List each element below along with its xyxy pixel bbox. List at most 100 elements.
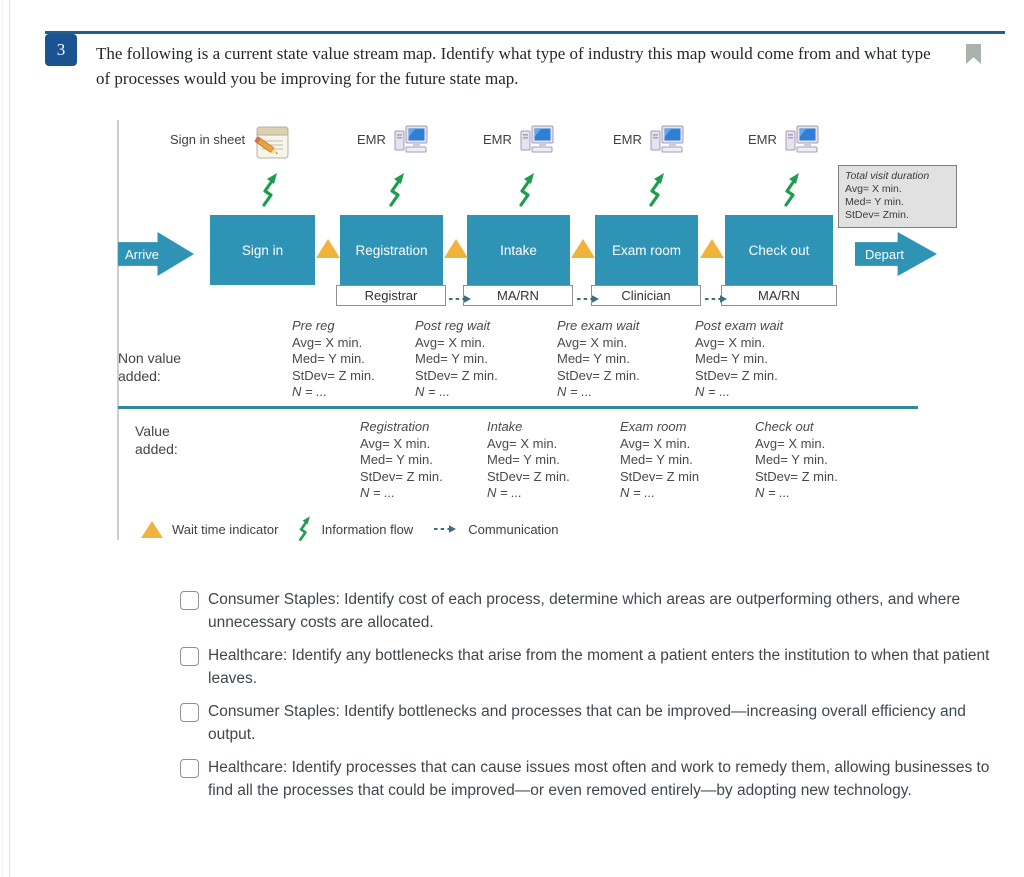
stat-stdev: StDev= Z min. [415, 367, 498, 383]
question-top-rule [45, 31, 1005, 34]
stat-avg: Avg= X min. [557, 334, 628, 350]
stat-avg: Avg= X min. [755, 435, 826, 451]
answer-option[interactable]: Healthcare: Identify any bottlenecks tha… [180, 644, 992, 690]
wait-triangle-icon [141, 520, 163, 538]
process-box-check-out: Check out [725, 215, 833, 285]
emr-label: EMR [357, 132, 386, 147]
total-visit-duration-box: Total visit duration Avg= X min. Med= Y … [838, 165, 957, 228]
stat-n: N = ... [415, 384, 451, 399]
non-value-added-label: Non value added: [118, 350, 182, 384]
stat-column: Pre exam wait Avg= X min. Med= Y min. St… [557, 318, 640, 401]
stat-column: Check out Avg= X min. Med= Y min. StDev=… [755, 419, 838, 502]
stat-med: Med= Y min. [360, 452, 433, 467]
stat-column: Post reg wait Avg= X min. Med= Y min. St… [415, 318, 498, 401]
wait-triangle-icon [316, 239, 340, 258]
option-label: Consumer Staples: Identify cost of each … [208, 591, 961, 631]
option-checkbox[interactable] [180, 591, 199, 610]
role-box-registrar: Registrar [336, 285, 446, 306]
option-checkbox[interactable] [180, 647, 199, 666]
communication-dash-icon [448, 291, 472, 309]
wait-triangle-icon [444, 239, 468, 258]
stat-column: Pre reg Avg= X min. Med= Y min. StDev= Z… [292, 318, 375, 401]
process-label: Check out [748, 242, 810, 258]
information-flow-icon [385, 170, 407, 213]
stat-n: N = ... [620, 485, 656, 500]
process-label: Sign in [241, 242, 284, 258]
stat-column: Registration Avg= X min. Med= Y min. StD… [360, 419, 443, 502]
legend-information-flow-label: Information flow [321, 521, 414, 537]
process-box-intake: Intake [467, 215, 570, 285]
value-added-label: Value added: [135, 423, 178, 457]
bookmark-icon[interactable] [966, 44, 981, 64]
emr-group: EMR [748, 124, 820, 162]
stat-title: Post reg wait [415, 318, 491, 333]
emr-label: EMR [483, 132, 512, 147]
non-value-added-stats: Pre reg Avg= X min. Med= Y min. StDev= Z… [115, 318, 947, 406]
stat-n: N = ... [292, 384, 328, 399]
stat-stdev: StDev= Z min. [487, 468, 570, 484]
stat-med: Med= Y min. [415, 351, 488, 366]
process-box-registration: Registration [340, 215, 443, 285]
content-left-border [9, 0, 10, 877]
communication-dash-icon [576, 291, 600, 309]
role-box-clinician: Clinician [591, 285, 701, 306]
emr-label: EMR [748, 132, 777, 147]
communication-dash-icon [704, 291, 728, 309]
stat-med: Med= Y min. [620, 452, 693, 467]
computer-icon [393, 124, 429, 162]
role-box-ma-rn: MA/RN [721, 285, 837, 306]
option-label: Healthcare: Identify processes that can … [208, 759, 990, 799]
stat-title: Pre reg [292, 318, 335, 333]
sign-in-sheet-group: Sign in sheet [170, 124, 292, 167]
stat-avg: Avg= X min. [292, 334, 363, 350]
question-number: 3 [45, 34, 77, 66]
stat-avg: Avg= X min. [487, 435, 558, 451]
stat-title: Check out [755, 419, 814, 434]
stat-med: Med= Y min. [755, 452, 828, 467]
emr-group: EMR [613, 124, 685, 162]
stat-title: Pre exam wait [557, 318, 640, 333]
stat-n: N = ... [487, 485, 523, 500]
stat-title: Intake [487, 419, 523, 434]
information-flow-icon [515, 170, 537, 213]
wait-triangle-icon [700, 239, 724, 258]
total-visit-title: Total visit duration [845, 170, 930, 182]
stat-stdev: StDev= Z min. [695, 367, 778, 383]
notepad-pencil-icon [252, 124, 292, 167]
stat-med: Med= Y min. [292, 351, 365, 366]
stat-stdev: StDev= Z min. [360, 468, 443, 484]
option-checkbox[interactable] [180, 703, 199, 722]
stat-avg: Avg= X min. [415, 334, 486, 350]
stat-n: N = ... [695, 384, 731, 399]
answer-option[interactable]: Healthcare: Identify processes that can … [180, 756, 992, 802]
stat-med: Med= Y min. [695, 351, 768, 366]
arrive-arrow: Arrive [118, 232, 194, 276]
sign-in-sheet-label: Sign in sheet [170, 132, 246, 147]
total-visit-avg: Avg= X min. [845, 183, 902, 195]
answer-option[interactable]: Consumer Staples: Identify cost of each … [180, 588, 992, 634]
stat-med: Med= Y min. [557, 351, 630, 366]
computer-icon [519, 124, 555, 162]
depart-arrow: Depart [855, 232, 937, 276]
process-label: Intake [500, 242, 537, 258]
option-label: Healthcare: Identify any bottlenecks tha… [208, 647, 990, 687]
option-checkbox[interactable] [180, 759, 199, 778]
emr-group: EMR [357, 124, 429, 162]
stat-stdev: StDev= Z min. [755, 468, 838, 484]
value-added-divider [118, 406, 918, 409]
stat-stdev: StDev= Z min [620, 468, 700, 484]
stat-n: N = ... [755, 485, 791, 500]
answer-option[interactable]: Consumer Staples: Identify bottlenecks a… [180, 700, 992, 746]
value-added-stats: Registration Avg= X min. Med= Y min. StD… [115, 419, 947, 507]
arrive-label: Arrive [125, 246, 159, 262]
option-label: Consumer Staples: Identify bottlenecks a… [208, 703, 966, 743]
stat-title: Exam room [620, 419, 687, 434]
depart-label: Depart [865, 246, 905, 262]
stat-avg: Avg= X min. [360, 435, 431, 451]
value-stream-map-figure: Sign in sheet EMR [115, 118, 957, 542]
stat-avg: Avg= X min. [695, 334, 766, 350]
process-label: Registration [355, 242, 428, 258]
total-visit-stdev: StDev= Zmin. [845, 209, 909, 221]
answer-options: Consumer Staples: Identify cost of each … [180, 588, 992, 812]
process-box-exam-room: Exam room [595, 215, 698, 285]
